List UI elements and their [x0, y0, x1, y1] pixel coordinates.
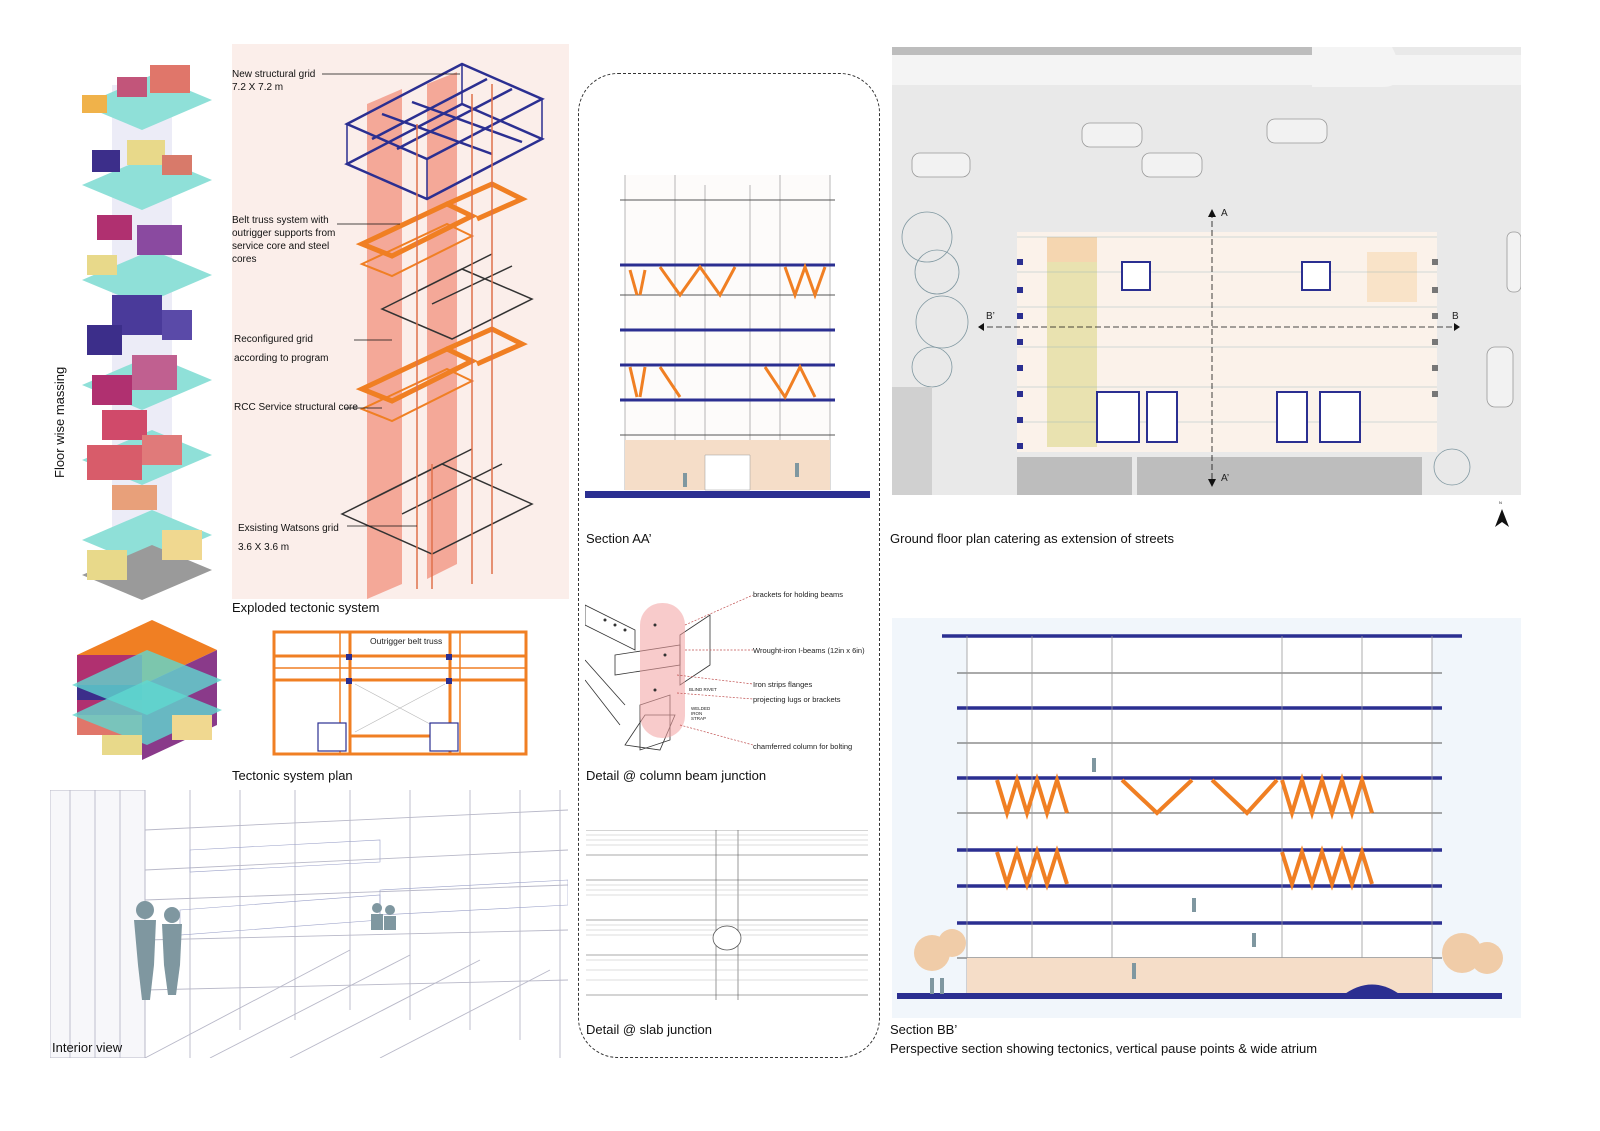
- rcc-core-label: RCC Service structural core: [234, 402, 358, 413]
- new-grid-label: New structural grid: [232, 69, 316, 80]
- iso-massing-diagram: [72, 620, 222, 760]
- floor-massing-label: Floor wise massing: [52, 366, 67, 478]
- section-bb-caption: Section BB’: [890, 1022, 958, 1037]
- outrigger-label: Outrigger belt truss: [370, 636, 443, 646]
- plan-mark-b: B: [1452, 311, 1459, 322]
- plan-mark-a: A: [1221, 208, 1228, 219]
- belt-truss-label: Belt truss system with outrigger support…: [232, 215, 336, 265]
- section-bb-drawing: [897, 634, 1503, 999]
- tectonic-plan-diagram: [272, 630, 528, 756]
- tectonic-plan-caption: Tectonic system plan: [232, 768, 353, 783]
- section-bb-subcaption: Perspective section showing tectonics, v…: [890, 1041, 1318, 1056]
- reconfigured-grid-label-2: according to program: [234, 353, 329, 364]
- existing-grid-dim-label: 3.6 X 3.6 m: [238, 542, 290, 553]
- strips-label: Iron strips flanges: [753, 680, 813, 689]
- detail-column-drawing: [585, 595, 754, 751]
- existing-grid-label: Exsisting Watsons grid: [238, 523, 339, 534]
- reconfigured-grid-label-1: Reconfigured grid: [234, 334, 313, 345]
- center-dashed-frame: [578, 73, 880, 1058]
- ground-floor-plan: [892, 47, 1521, 495]
- new-grid-dim-label: 7.2 X 7.2 m: [232, 82, 284, 93]
- plan-mark-b-prime: B’: [986, 311, 995, 322]
- chamfered-label: chamferred column for bolting: [753, 742, 853, 751]
- exploded-tectonic-diagram: [322, 62, 545, 599]
- ibeams-label: Wrought-iron I-beams (12in x 6in): [753, 646, 865, 655]
- section-aa-caption: Section AA’: [586, 531, 652, 546]
- section-aa-drawing: [585, 175, 870, 498]
- plan-mark-a-prime: A’: [1221, 473, 1230, 484]
- detail-slab-drawing: [586, 830, 868, 1000]
- ground-plan-caption: Ground floor plan catering as extension …: [890, 531, 1174, 546]
- exploded-caption: Exploded tectonic system: [232, 600, 380, 615]
- lugs-label: projecting lugs or brackets: [753, 695, 841, 704]
- interior-caption: Interior view: [52, 1040, 123, 1055]
- north-arrow-icon: [1495, 509, 1509, 527]
- interior-view-illustration: [50, 790, 568, 1058]
- north-label: N: [1499, 500, 1502, 505]
- blind-rivet-label: BLIND RIVET: [689, 687, 717, 692]
- welded-strap-label: WELDED IRON STRAP: [691, 706, 711, 721]
- detail-column-caption: Detail @ column beam junction: [586, 768, 767, 783]
- floor-massing-diagram: [82, 65, 212, 600]
- detail-slab-caption: Detail @ slab junction: [586, 1022, 712, 1037]
- brackets-label: brackets for holding beams: [753, 590, 844, 599]
